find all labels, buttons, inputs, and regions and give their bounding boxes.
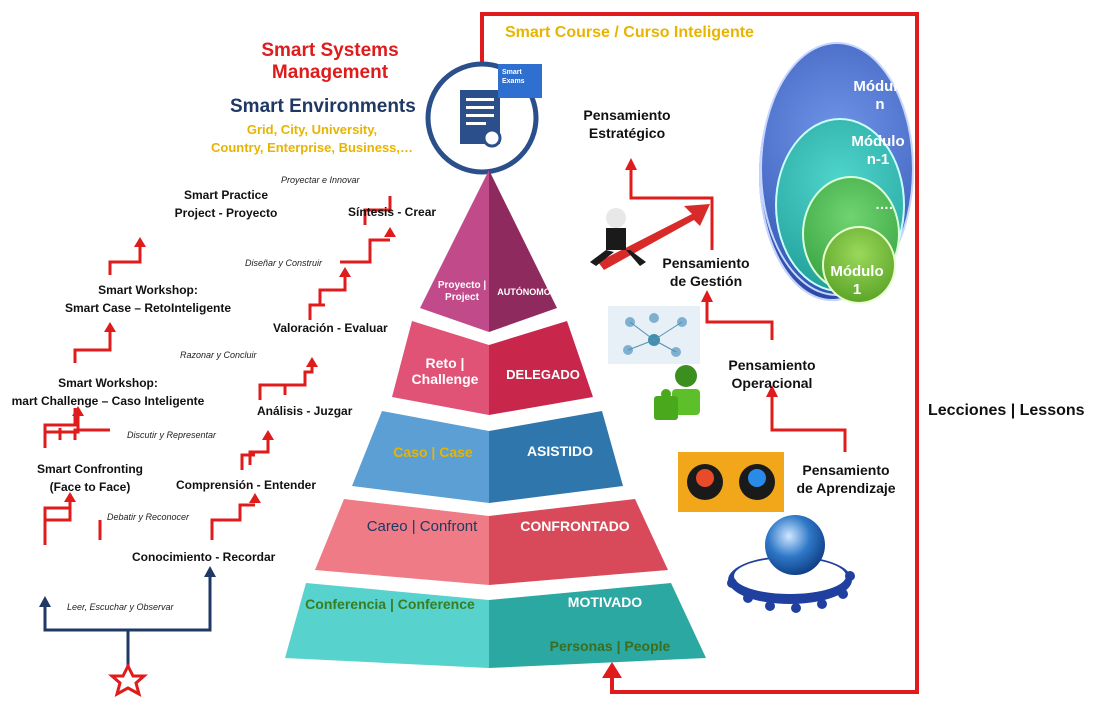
- pyramid-level-1-left: Proyecto | Project: [437, 280, 487, 303]
- left-step-4: [108, 245, 142, 275]
- think-arrow-2-head: [701, 290, 713, 302]
- pyramid-level-2-right: DELEGADO: [506, 367, 580, 382]
- action-discuss: Discutir y Representar: [127, 430, 217, 440]
- network-icon: [608, 306, 700, 364]
- mid-step-analysis: Análisis - Juzgar: [257, 404, 353, 418]
- left-step-2: [43, 414, 80, 448]
- mid-step-evaluation: Valoración - Evaluar: [273, 321, 388, 335]
- pyramid-level-3-right: ASISTIDO: [526, 443, 594, 459]
- pyramid-level-4-left: Careo | Confront: [366, 518, 478, 535]
- mid-step-2: [248, 438, 270, 465]
- pyramid-level-4-right: CONFRONTADO: [520, 518, 630, 534]
- left-step-4-arrow: [134, 237, 146, 247]
- mid-step-5-arrow: [384, 227, 396, 237]
- course-loop-connector: [480, 12, 919, 694]
- pyramid-level-3-left: Caso | Case: [393, 444, 473, 460]
- base-arrow-left: [39, 596, 51, 607]
- module-circle-core: [822, 226, 896, 304]
- mid-step-4: [318, 275, 347, 305]
- smart-course-label: Smart Course / Curso Inteligente: [505, 24, 754, 41]
- leader-arrow-icon: [590, 204, 710, 270]
- mid-step-synthesis: Síntesis - Crear: [348, 205, 437, 219]
- think-arrow-3-head: [625, 158, 637, 170]
- module-ellipsis: ….: [875, 196, 893, 212]
- think-arrow-3: [629, 168, 714, 250]
- mid-step-1-arrow: [249, 493, 261, 503]
- left-step-confronting: Smart Confronting(Face to Face): [37, 462, 143, 494]
- think-arrow-1-head: [766, 385, 778, 397]
- think-arrow-1: [770, 395, 847, 452]
- action-read: Leer, Escuchar y Observar: [67, 602, 174, 612]
- pyramid-level-2-left: Reto | Challenge: [411, 355, 479, 388]
- left-step-challenge: Smart Workshop:mart Challenge – Caso Int…: [11, 376, 205, 408]
- puzzle-person-icon: [654, 365, 700, 420]
- action-project: Proyectar e Innovar: [281, 175, 360, 185]
- left-step-case: Smart Workshop:Smart Case – RetoIntelige…: [64, 283, 232, 315]
- lessons-label: Lecciones | Lessons: [928, 402, 1085, 419]
- think-arrow-2: [705, 300, 774, 340]
- environments-list: Grid, City, University,Country, Enterpri…: [210, 122, 414, 155]
- action-debate: Debatir y Reconocer: [107, 512, 190, 522]
- left-step-1: [43, 500, 72, 545]
- smart-environments-title: Smart Environments: [230, 96, 416, 117]
- left-step-3-arrow: [104, 322, 116, 332]
- left-step-2-arrow: [72, 406, 84, 416]
- mid-step-knowledge: Conocimiento - Recordar: [132, 550, 276, 564]
- mid-step-5: [363, 196, 392, 225]
- action-design: Diseñar y Construir: [245, 258, 323, 268]
- mid-step-4-arrow: [339, 267, 351, 277]
- base-connector: [43, 575, 212, 668]
- base-arrow-right: [204, 566, 216, 577]
- pyramid-level-5-left: Conferencia | Conference: [305, 596, 475, 612]
- mid-step-3-arrow: [306, 357, 318, 367]
- action-reason: Razonar y Concluir: [180, 350, 257, 360]
- mid-step-3: [283, 365, 314, 395]
- globe-meeting-icon: [727, 515, 855, 613]
- minds-icon: [678, 452, 784, 512]
- mid-step-2-arrow: [262, 430, 274, 440]
- people-label: Personas | People: [549, 638, 671, 654]
- course-loop-arrowhead: [602, 662, 622, 678]
- mid-step-1: [210, 503, 255, 540]
- left-step-1-arrow: [64, 492, 76, 502]
- start-star-icon: [108, 662, 148, 698]
- mid-step-comprehension: Comprensión - Entender: [176, 478, 317, 492]
- left-step-3: [73, 330, 112, 363]
- pyramid-level-5-right: MOTIVADO: [567, 594, 643, 610]
- pyramid: [285, 170, 706, 668]
- smart-exams-badge: [425, 61, 542, 175]
- pyramid-level-1-right: AUTÓNOMO: [497, 287, 551, 297]
